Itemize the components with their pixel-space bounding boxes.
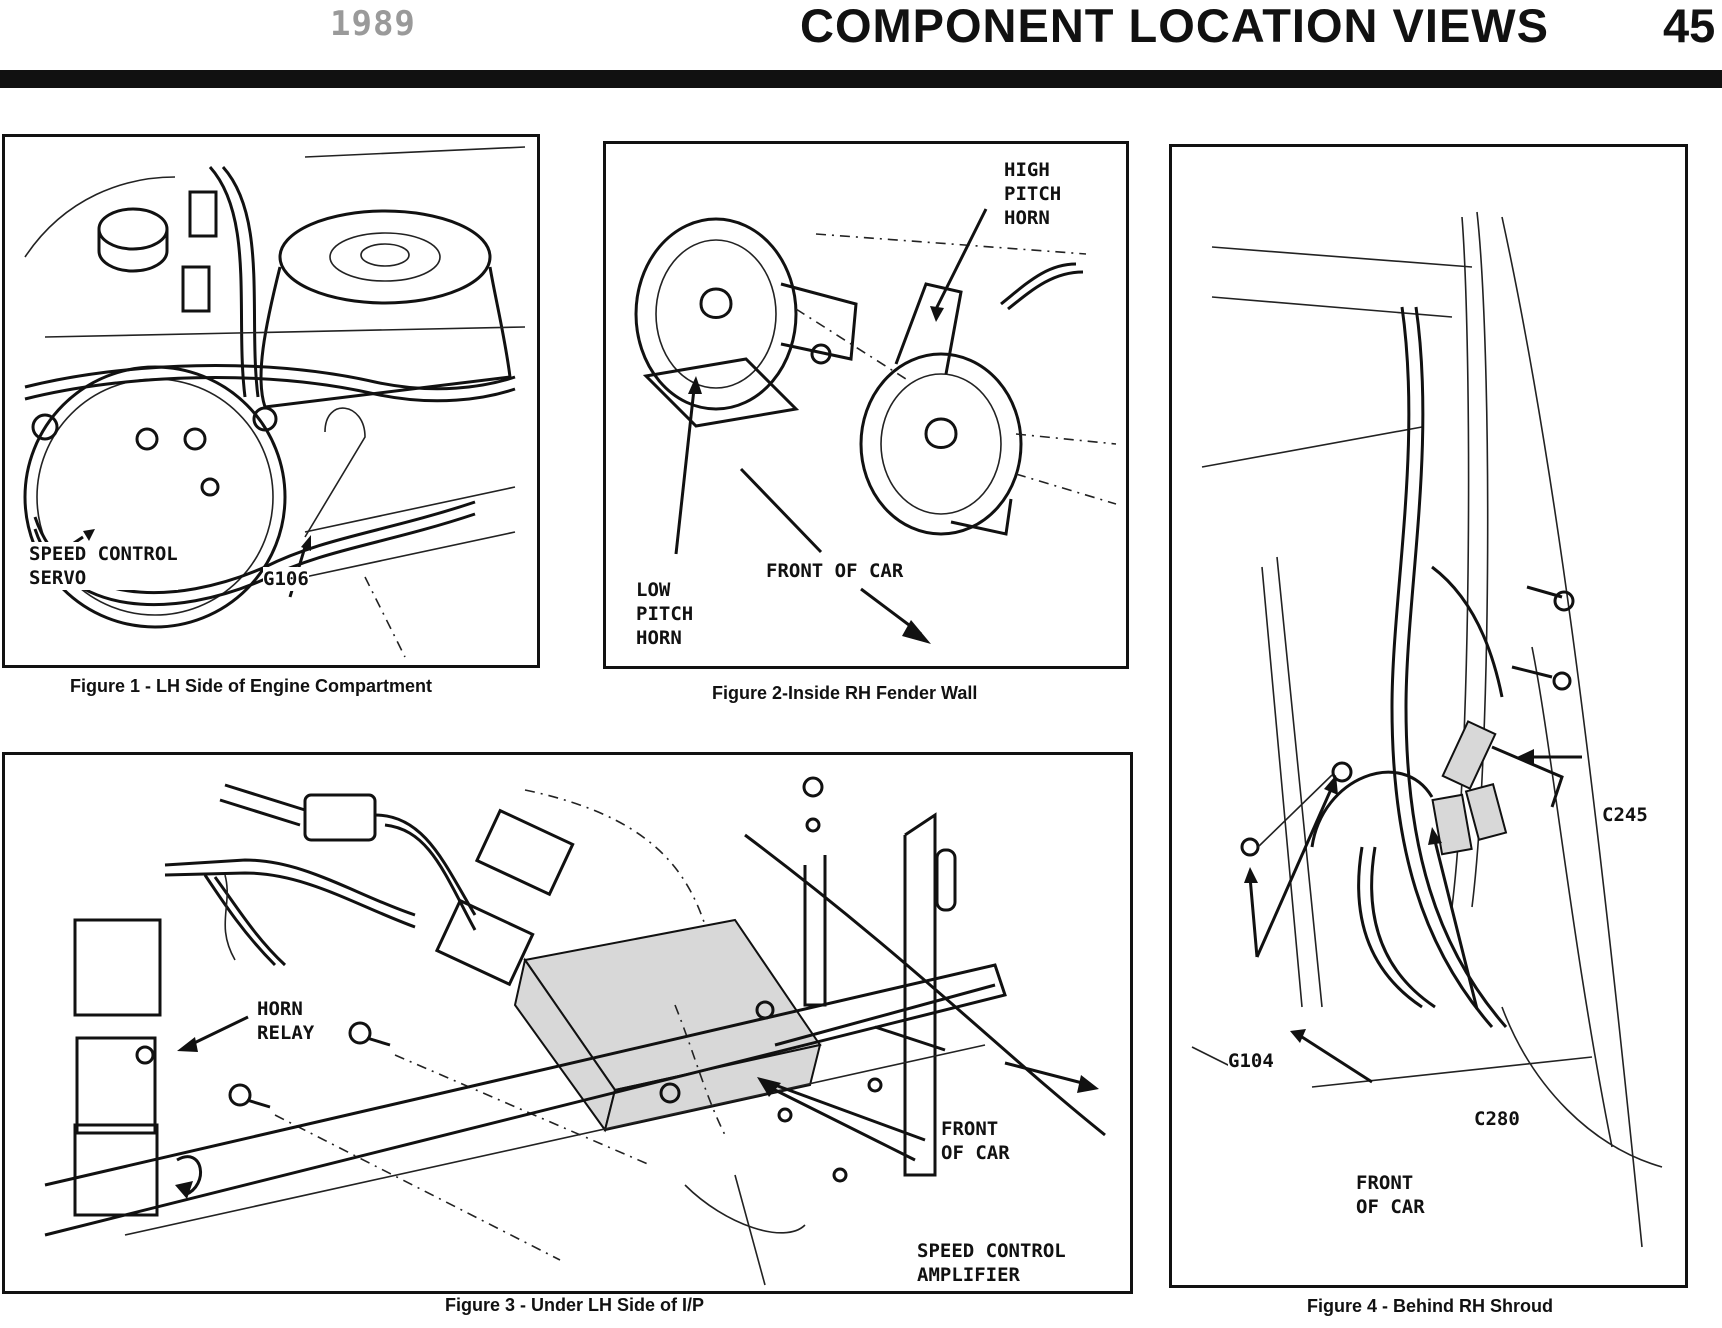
figure-3-drawing (44, 776, 1106, 1286)
figure-3-panel: HORN RELAY FRONT OF CAR SPEED CONTROL AM… (2, 752, 1133, 1294)
horn-relay-label: HORN RELAY (257, 997, 315, 1045)
figure-1-drawing (23, 146, 526, 658)
figure-4-panel: C245 G104 C280 FRONT OF CAR (1169, 144, 1688, 1288)
front-of-car-label-fig4: FRONT OF CAR (1356, 1171, 1425, 1219)
figure-1-caption: Figure 1 - LH Side of Engine Compartment (70, 676, 433, 696)
low-pitch-horn-label: LOW PITCH HORN (636, 578, 694, 650)
figure-2-caption: Figure 2-Inside RH Fender Wall (712, 683, 978, 703)
figure-2-panel: HIGH PITCH HORN LOW PITCH HORN FRONT OF … (603, 141, 1129, 669)
header-rule (0, 70, 1722, 88)
g106-label: G106 (263, 567, 309, 591)
page-title: COMPONENT LOCATION VIEWS (800, 0, 1550, 52)
c245-label: C245 (1602, 803, 1648, 827)
figure-3-caption: Figure 3 - Under LH Side of I/P (445, 1295, 705, 1315)
figure-4-caption: Figure 4 - Behind RH Shroud (1307, 1296, 1553, 1316)
year-label: 1989 (330, 4, 416, 44)
page-number: 45 (1663, 0, 1716, 52)
figure-1-panel: SPEED CONTROL SERVO G106 (2, 134, 540, 668)
speed-control-servo-label: SPEED CONTROL SERVO (29, 542, 178, 590)
front-of-car-label: FRONT OF CAR (766, 559, 904, 583)
g104-label: G104 (1228, 1049, 1274, 1073)
speed-control-amplifier-label: SPEED CONTROL AMPLIFIER (917, 1239, 1066, 1287)
front-of-car-label-fig3: FRONT OF CAR (941, 1117, 1010, 1165)
figure-4-drawing (1191, 211, 1663, 1248)
figure-2-drawing (634, 208, 1117, 644)
c280-label: C280 (1474, 1107, 1520, 1131)
high-pitch-horn-label: HIGH PITCH HORN (1004, 158, 1062, 230)
